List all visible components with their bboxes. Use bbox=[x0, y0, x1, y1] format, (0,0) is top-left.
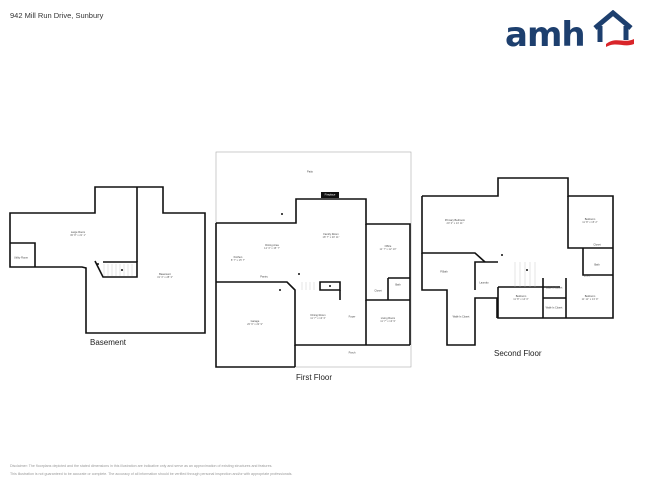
room-kitchen: Kitchen 8' 7" x 15' 7" bbox=[230, 255, 246, 262]
room-fireplace: Fireplace bbox=[324, 193, 336, 197]
amh-logo: amh bbox=[505, 10, 635, 52]
property-address: 942 Mill Run Drive, Sunbury bbox=[10, 11, 104, 20]
room-bedroom-se: Bedroom 11' 11" x 13' 9" bbox=[581, 294, 599, 301]
disclaimer: Disclaimer: The floorplans depicted and … bbox=[10, 462, 292, 478]
room-laundry: Laundry bbox=[479, 281, 489, 285]
room-dining-area: Dining Area 12' 3" x 15' 7" bbox=[264, 243, 280, 250]
room-bedroom-sw: Bedroom 11' 8" x 14' 0" bbox=[513, 294, 529, 301]
disclaimer-line-2: This illustration is not guaranteed to b… bbox=[10, 472, 293, 476]
room-porch: Porch bbox=[348, 351, 356, 355]
room-patio: Patio bbox=[307, 170, 313, 174]
floor-label-basement: Basement bbox=[90, 338, 127, 347]
room-bath-first: Bath bbox=[395, 283, 401, 287]
house-roof-icon bbox=[593, 10, 634, 47]
room-basement: Basement 31' 3" x 28' 3" bbox=[157, 272, 173, 279]
room-linen: Linen bbox=[583, 274, 591, 278]
room-bedroom-ne: Bedroom 11' 8" x 15' 2" bbox=[582, 217, 598, 224]
first-floor-plan bbox=[215, 151, 412, 368]
room-closet-second: Closet bbox=[593, 243, 601, 247]
room-family-room: Family Room 18' 7" x 20' 11" bbox=[322, 232, 340, 239]
room-walk-in-closet-primary: Walk-In Closet bbox=[452, 315, 470, 319]
room-walk-in-closet-b: Walk-In Closet bbox=[545, 306, 563, 310]
room-primary-bedroom: Primary Bedroom 20' 3" x 14' 11" bbox=[444, 218, 466, 225]
room-bath-second: Bath bbox=[594, 263, 600, 267]
room-utility-room: Utility Room bbox=[14, 256, 28, 260]
room-closet-first: Closet bbox=[374, 289, 382, 293]
room-living-room: Living Room 11' 7" x 13' 9" bbox=[380, 316, 396, 323]
room-foyer: Foyer bbox=[348, 315, 356, 319]
floor-label-first-floor: First Floor bbox=[296, 373, 332, 382]
second-floor-plan bbox=[421, 177, 614, 346]
floor-label-second-floor: Second Floor bbox=[494, 349, 542, 358]
disclaimer-line-1: Disclaimer: The floorplans depicted and … bbox=[10, 464, 273, 468]
room-walk-in-closet-a: Walk-In Closet bbox=[545, 286, 563, 290]
room-pantry: Pantry bbox=[260, 275, 268, 279]
basement-plan bbox=[9, 186, 206, 334]
room-office: Office 11' 7" x 12' 10" bbox=[379, 244, 397, 251]
room-dining-room: Dining Room 11' 7" x 13' 3" bbox=[310, 313, 326, 320]
room-primary-bath: P.Bath bbox=[440, 270, 448, 274]
logo-text: amh bbox=[505, 15, 586, 55]
room-garage: Garage 20' 9" x 22' 9" bbox=[247, 319, 263, 326]
room-large-room: Large Room 30' 8" x 21' 1" bbox=[70, 230, 86, 237]
